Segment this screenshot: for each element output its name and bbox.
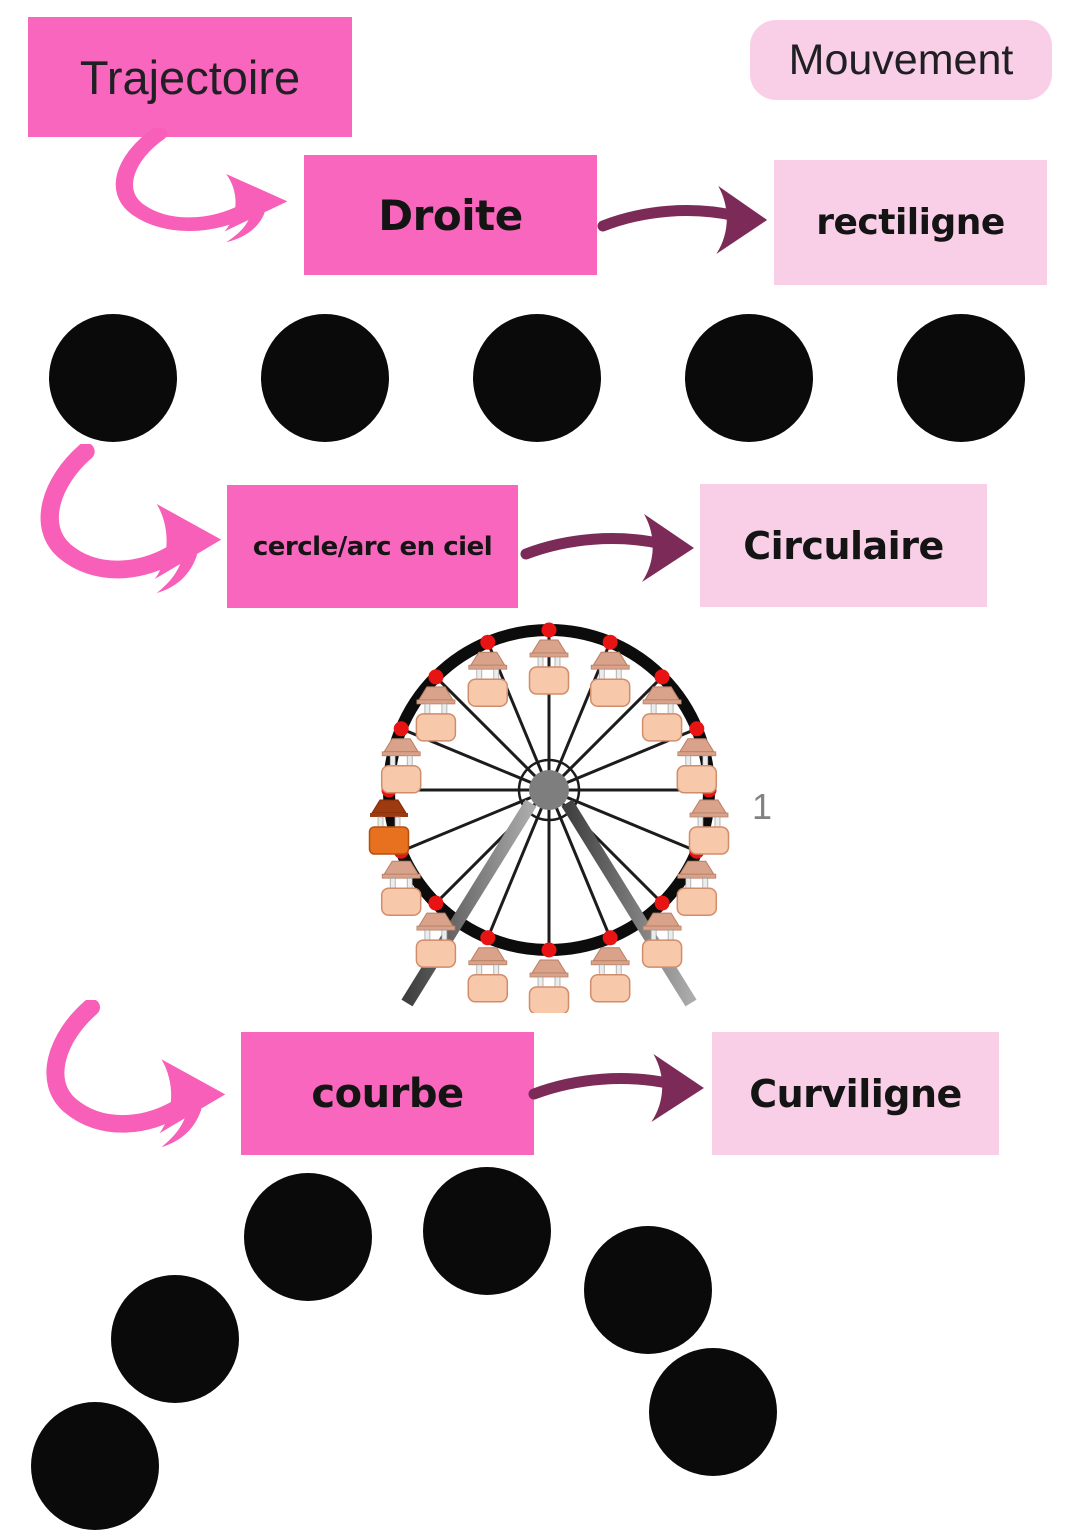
trajectory-dot: [423, 1167, 551, 1295]
ferris-wheel-illustration: [368, 622, 730, 1013]
trajectory-dot: [897, 314, 1025, 442]
arrow-right-icon: [528, 1048, 710, 1128]
trajectory-dot: [261, 314, 389, 442]
curved-arrow-icon: [30, 1000, 230, 1148]
mouvement-heading-box: Mouvement: [750, 20, 1052, 100]
droite-box: Droite: [304, 155, 597, 275]
trajectory-dot: [49, 314, 177, 442]
cercle-label: cercle/arc en ciel: [252, 531, 493, 562]
circulaire-label: Circulaire: [743, 523, 944, 568]
trajectory-dot: [31, 1402, 159, 1530]
rectiligne-box: rectiligne: [774, 160, 1047, 285]
arrow-right-icon: [597, 180, 773, 260]
trajectory-dot: [584, 1226, 712, 1354]
trajectoire-heading-box: Trajectoire: [28, 17, 352, 137]
circulaire-box: Circulaire: [700, 484, 987, 607]
curved-arrow-icon: [24, 444, 226, 594]
trajectory-dot: [244, 1173, 372, 1301]
trajectory-dot: [649, 1348, 777, 1476]
curviligne-box: Curviligne: [712, 1032, 999, 1155]
curved-arrow-icon: [100, 128, 292, 243]
wheel-support-legs: [401, 799, 697, 1007]
arrow-right-icon: [520, 508, 700, 588]
wheel-hub-ring: [517, 758, 581, 822]
highlighted-cabin: [368, 799, 410, 855]
rectiligne-label: rectiligne: [816, 202, 1005, 243]
trajectory-dot: [473, 314, 601, 442]
mouvement-heading: Mouvement: [788, 35, 1014, 84]
wheel-hub: [529, 770, 569, 810]
trajectory-dot: [685, 314, 813, 442]
courbe-label: courbe: [311, 1070, 464, 1117]
droite-label: Droite: [378, 190, 523, 240]
trajectory-dot: [111, 1275, 239, 1403]
trajectoire-heading: Trajectoire: [79, 50, 301, 104]
courbe-box: courbe: [241, 1032, 534, 1155]
curviligne-label: Curviligne: [749, 1071, 962, 1116]
cercle-box: cercle/arc en ciel: [227, 485, 518, 608]
wheel-annotation: 1: [752, 786, 773, 827]
